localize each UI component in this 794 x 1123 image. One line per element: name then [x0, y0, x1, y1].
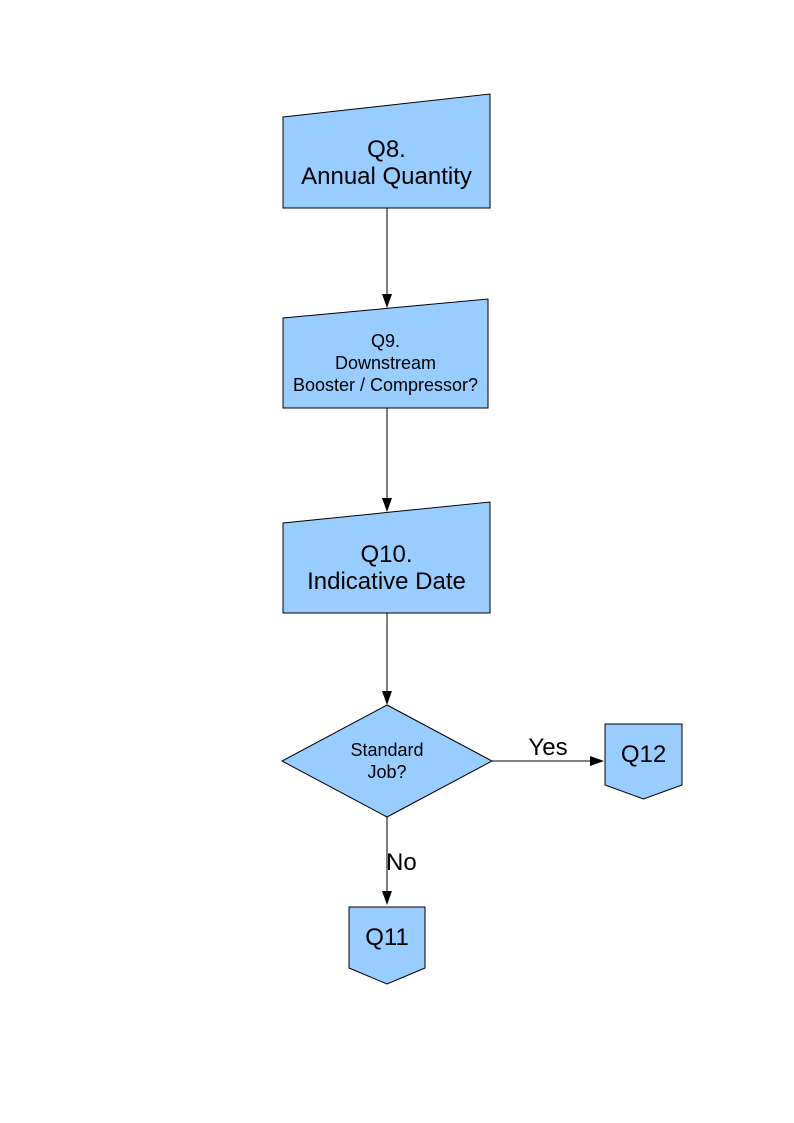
- node-label-line: Booster / Compressor?: [292, 375, 479, 395]
- q8-node-shape: [282, 93, 491, 209]
- node-label-line: Indicative Date: [307, 568, 466, 595]
- q11-offpage-connector-shape: [348, 906, 426, 985]
- node-label-line: Q9.: [370, 331, 400, 351]
- q9-node-label: Q9. Downstream Booster / Compressor?: [283, 318, 488, 408]
- node-label-line: Job?: [367, 762, 407, 782]
- node-label-line: Q8.: [367, 135, 406, 163]
- no-edge-label: No: [386, 849, 417, 876]
- q12-node-label: Q12: [605, 724, 682, 785]
- q11-node-label: Q11: [349, 907, 425, 968]
- decision-q12-arrowhead-icon: [590, 756, 604, 766]
- q10-node-label: Q10. Indicative Date: [283, 523, 490, 613]
- decision-diamond-shape: [280, 704, 494, 818]
- decision-q11-arrowhead-icon: [382, 891, 392, 905]
- node-label-line: Q11: [365, 924, 409, 951]
- q9-q10-arrowhead-icon: [382, 498, 392, 512]
- node-label-line: Downstream: [334, 353, 437, 373]
- node-label-line: Q10.: [360, 541, 413, 568]
- node-label-line: Standard: [350, 740, 424, 760]
- yes-edge-label: Yes: [528, 734, 568, 761]
- q9-node-shape: [282, 298, 489, 409]
- decision-node-label: Standard Job?: [282, 705, 492, 817]
- q10-decision-arrowhead-icon: [382, 691, 392, 705]
- q12-offpage-connector-shape: [604, 723, 683, 800]
- q10-node-shape: [282, 501, 491, 614]
- node-label-line: Annual Quantity: [301, 162, 472, 190]
- q8-q9-arrowhead-icon: [382, 294, 392, 308]
- node-label-line: Q12: [620, 741, 667, 768]
- q8-node-label: Q8. Annual Quantity: [283, 117, 490, 208]
